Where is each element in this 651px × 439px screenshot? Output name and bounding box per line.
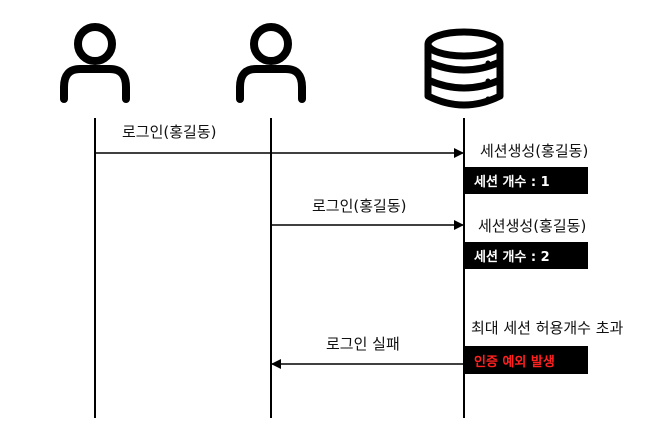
note-max-session-exceeded: 최대 세션 허용개수 초과 — [471, 319, 624, 337]
auth-exception-badge: 인증 예외 발생 — [464, 346, 588, 374]
message-label-login-fail: 로그인 실패 — [326, 335, 400, 353]
note-session-create-2: 세션생성(홍길동) — [478, 217, 587, 235]
note-session-create-1: 세션생성(홍길동) — [480, 142, 589, 160]
session-count-badge-1: 세션 개수 : 1 — [464, 167, 588, 194]
message-label-login-2: 로그인(홍길동) — [312, 197, 407, 215]
message-label-login-1: 로그인(홍길동) — [122, 123, 217, 141]
user-icon — [236, 23, 306, 103]
user-icon — [60, 23, 130, 103]
session-count-badge-2: 세션 개수 : 2 — [464, 242, 588, 269]
database-icon — [424, 28, 504, 109]
